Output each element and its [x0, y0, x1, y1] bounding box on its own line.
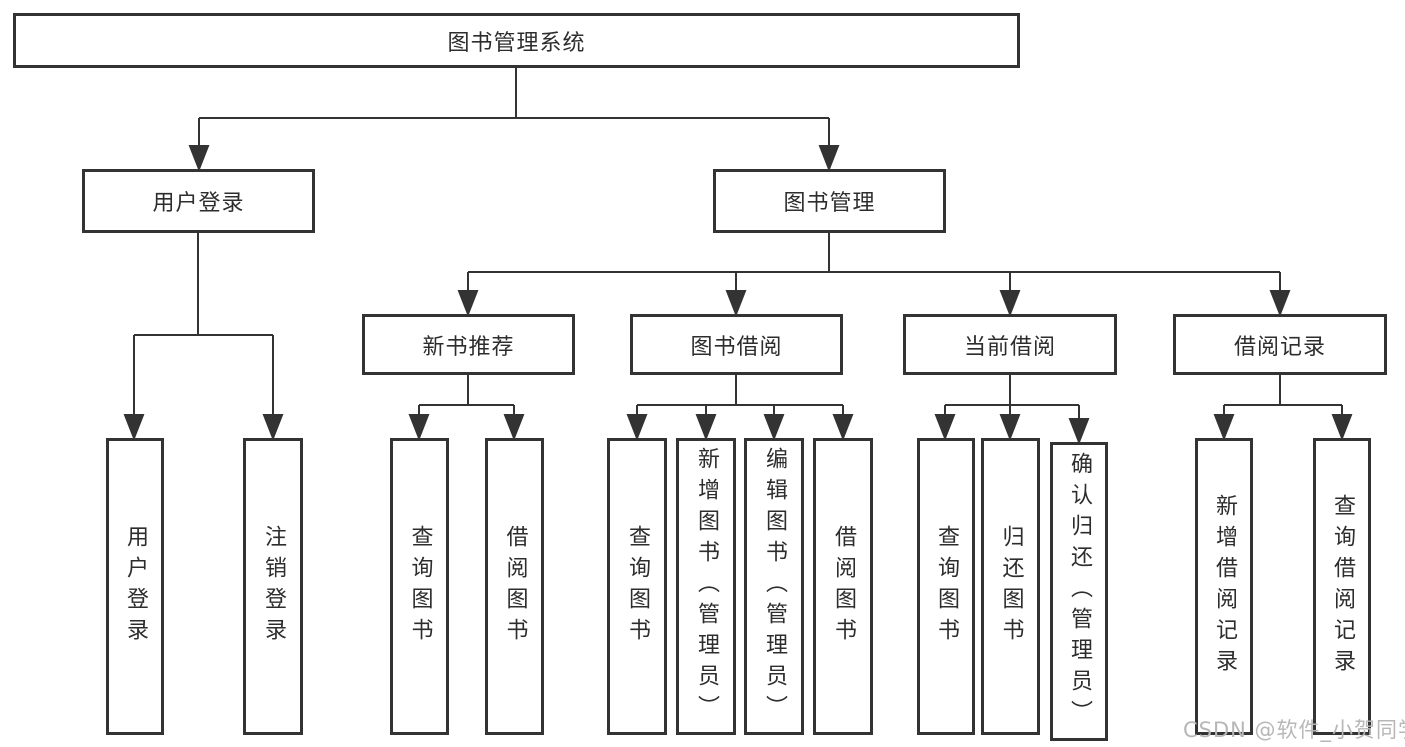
- leaf-borrow-books-recommend: 借阅图书: [485, 438, 544, 735]
- leaf-add-borrow-record: 新增借阅记录: [1195, 438, 1253, 735]
- leaf-borrow-books-recommend-label: 借阅图书: [502, 524, 528, 649]
- leaf-return-books-label: 归还图书: [998, 524, 1024, 649]
- leaf-query-books-recommend: 查询图书: [390, 438, 449, 735]
- node-borrow-records: 借阅记录: [1173, 314, 1387, 375]
- leaf-edit-books-admin-label: 编辑图书（管理员）: [762, 447, 787, 726]
- node-root-label: 图书管理系统: [447, 30, 586, 56]
- leaf-query-books-recommend-label: 查询图书: [407, 524, 433, 649]
- leaf-query-borrow-record: 查询借阅记录: [1313, 438, 1371, 735]
- leaf-logout: 注销登录: [243, 438, 303, 735]
- leaf-query-books-borrow: 查询图书: [607, 438, 667, 735]
- leaf-add-borrow-record-label: 新增借阅记录: [1212, 493, 1237, 680]
- leaf-confirm-return-admin: 确认归还（管理员）: [1050, 442, 1108, 741]
- leaf-query-books-current: 查询图书: [917, 438, 975, 735]
- node-new-book-recommend-label: 新书推荐: [422, 334, 515, 360]
- node-root: 图书管理系统: [13, 13, 1020, 68]
- leaf-edit-books-admin: 编辑图书（管理员）: [744, 438, 804, 735]
- node-current-borrow: 当前借阅: [903, 314, 1117, 375]
- leaf-user-login-label: 用户登录: [123, 524, 148, 649]
- node-book-borrow: 图书借阅: [630, 314, 843, 375]
- leaf-query-books-current-label: 查询图书: [934, 524, 959, 649]
- leaf-add-books-admin-label: 新增图书（管理员）: [694, 447, 719, 726]
- leaf-user-login: 用户登录: [106, 438, 164, 735]
- node-user-login: 用户登录: [82, 169, 315, 233]
- leaf-add-books-admin: 新增图书（管理员）: [676, 438, 736, 735]
- leaf-query-borrow-record-label: 查询借阅记录: [1330, 493, 1355, 680]
- node-book-management: 图书管理: [713, 169, 946, 233]
- leaf-borrow-books: 借阅图书: [813, 438, 873, 735]
- node-borrow-records-label: 借阅记录: [1233, 334, 1326, 360]
- node-current-borrow-label: 当前借阅: [963, 334, 1056, 360]
- leaf-return-books: 归还图书: [981, 438, 1040, 735]
- leaf-query-books-borrow-label: 查询图书: [625, 524, 650, 649]
- leaf-logout-label: 注销登录: [261, 524, 286, 649]
- leaf-borrow-books-label: 借阅图书: [831, 524, 856, 649]
- leaf-confirm-return-admin-label: 确认归还（管理员）: [1067, 452, 1092, 731]
- node-user-login-label: 用户登录: [152, 191, 245, 216]
- node-book-management-label: 图书管理: [783, 191, 876, 216]
- watermark: CSDN @软件_小贺同学: [1183, 718, 1405, 742]
- node-book-borrow-label: 图书借阅: [690, 334, 783, 360]
- node-new-book-recommend: 新书推荐: [362, 314, 575, 375]
